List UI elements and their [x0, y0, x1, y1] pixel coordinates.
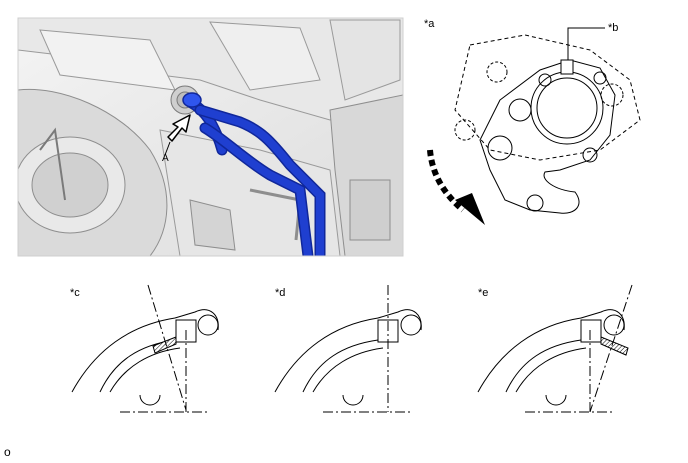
detail-d-drawing [274, 285, 422, 413]
detail-e-drawing [477, 284, 633, 413]
callout-arrow [167, 114, 191, 142]
footer-code: o [4, 445, 11, 459]
figure-label-b: *b [608, 22, 619, 34]
detail-c-drawing [71, 284, 219, 413]
figure-label-c: *c [70, 287, 80, 299]
figure-label-d: *d [275, 287, 286, 299]
figure-label-a: *a [424, 18, 435, 30]
blue-hose [182, 92, 326, 256]
clamp-bracket-drawing [454, 27, 641, 214]
engine-bay-illustration [18, 18, 403, 256]
rotation-arrow [427, 149, 485, 225]
callout-label-a: A [162, 153, 169, 164]
figure-label-e: *e [478, 287, 489, 299]
